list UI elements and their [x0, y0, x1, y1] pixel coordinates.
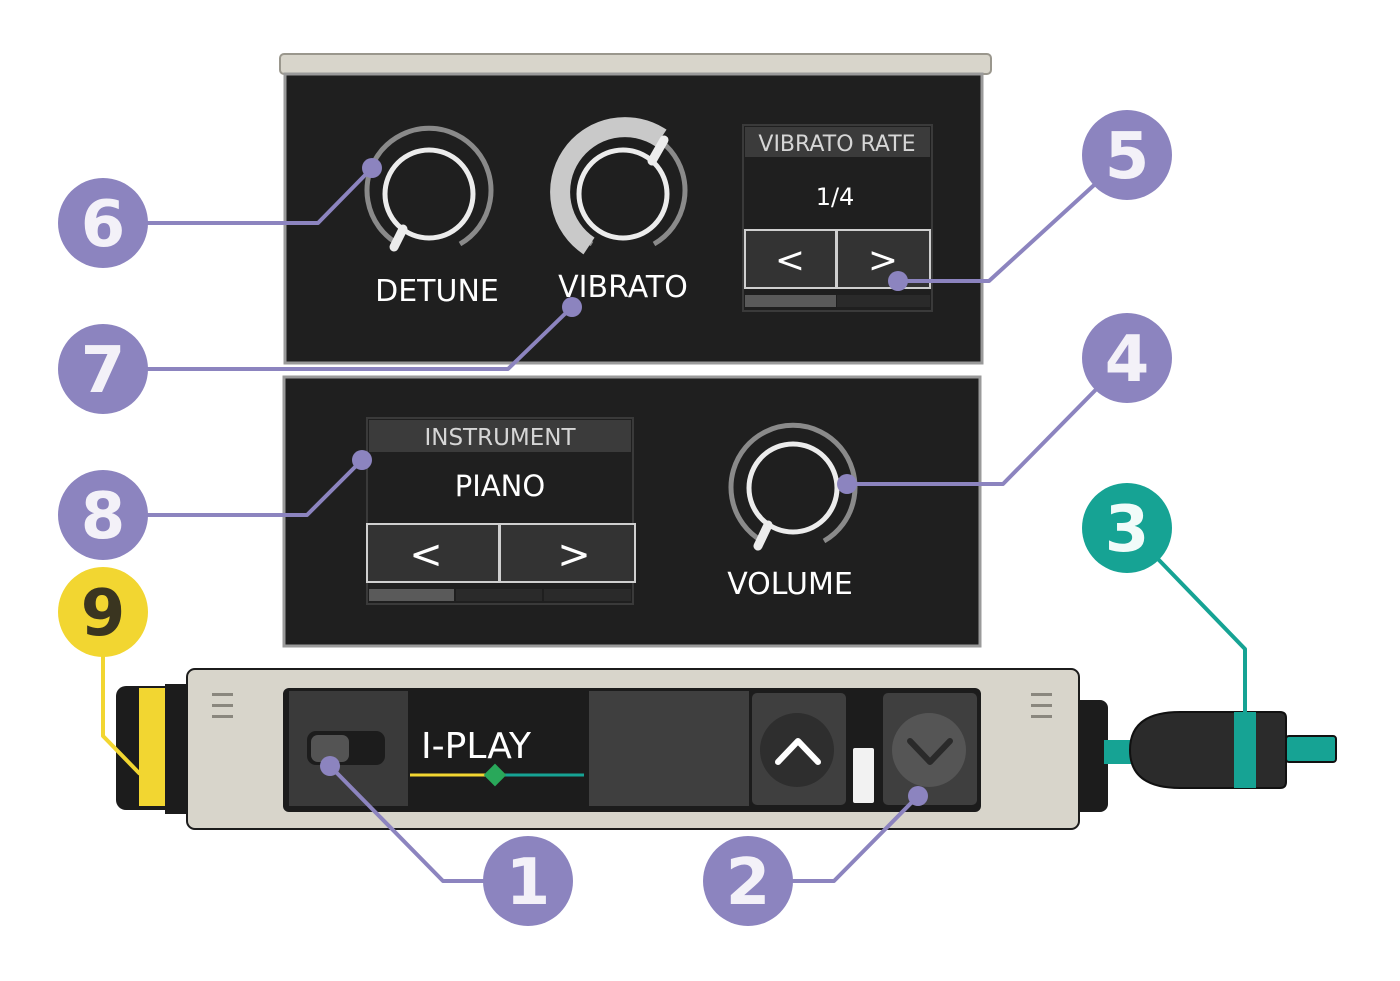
- chevron-down-icon: [907, 738, 953, 765]
- callout-7-number: 7: [81, 334, 126, 408]
- instrument-header: INSTRUMENT: [424, 425, 576, 451]
- callout-1: 1: [483, 836, 573, 926]
- instrument-prev-button[interactable]: <: [366, 523, 500, 583]
- instrument-indicator: [369, 589, 454, 601]
- leader-1: [328, 764, 500, 883]
- callout-3: 3: [1082, 483, 1172, 573]
- vibrato-rate-prev-label: <: [775, 240, 805, 281]
- callout-4-number: 4: [1105, 323, 1150, 397]
- volume-knob[interactable]: [728, 422, 858, 551]
- vibrato-rate-value: 1/4: [816, 183, 855, 211]
- callout-9-number: 9: [81, 577, 126, 651]
- vibrato-rate-selector: VIBRATO RATE 1/4 < >: [742, 124, 933, 312]
- callout-8-number: 8: [81, 480, 126, 554]
- upper-panel: DETUNE VIBRATO VIBRATO RATE 1/4 < >: [283, 72, 984, 365]
- leader-7: [103, 305, 574, 371]
- vibrato-rate-header: VIBRATO RATE: [758, 132, 915, 157]
- vibrato-rate-prev-button[interactable]: <: [744, 229, 837, 289]
- instrument-prev-label: <: [409, 532, 443, 578]
- input-jack[interactable]: [116, 684, 191, 814]
- instrument-selector: INSTRUMENT PIANO < >: [366, 417, 636, 605]
- leader-4: [847, 356, 1129, 486]
- left-hamburger-icon: [212, 693, 233, 718]
- callout-6: 6: [58, 178, 148, 268]
- lower-panel: INSTRUMENT PIANO < > VOLUME: [282, 375, 982, 648]
- volume-label: VOLUME: [727, 567, 853, 602]
- page-indicator: [853, 748, 874, 803]
- module-header-bar: [279, 53, 992, 75]
- callout-8: 8: [58, 470, 148, 560]
- callout-2: 2: [703, 836, 793, 926]
- instrument-next-label: >: [557, 532, 591, 578]
- page-down-button[interactable]: [881, 691, 979, 807]
- leader-3: [1126, 526, 1247, 738]
- detune-label: DETUNE: [375, 274, 499, 309]
- leader-6: [103, 166, 374, 225]
- page-up-button[interactable]: [750, 691, 848, 807]
- vibrato-label: VIBRATO: [558, 270, 688, 305]
- instrument-next-button[interactable]: >: [499, 523, 636, 583]
- callout-5-number: 5: [1105, 120, 1150, 194]
- vibrato-rate-indicator: [745, 295, 836, 307]
- callout-1-number: 1: [506, 846, 551, 920]
- callout-4: 4: [1082, 313, 1172, 403]
- callout-6-number: 6: [81, 188, 126, 262]
- instrument-value: PIANO: [455, 469, 545, 503]
- device-name: I-PLAY: [421, 726, 532, 767]
- callout-5: 5: [1082, 110, 1172, 200]
- signal-line: [410, 763, 584, 787]
- chevron-up-icon: [775, 738, 821, 765]
- bypass-toggle[interactable]: [307, 731, 385, 765]
- leader-5: [898, 153, 1129, 283]
- output-jack[interactable]: [1072, 700, 1337, 812]
- callout-2-number: 2: [726, 846, 771, 920]
- right-hamburger-icon: [1031, 693, 1052, 718]
- vibrato-rate-next-button[interactable]: >: [836, 229, 931, 289]
- callout-7: 7: [58, 324, 148, 414]
- device-bar: I-PLAY: [116, 668, 1337, 830]
- leader-8: [103, 458, 364, 517]
- callout-3-number: 3: [1105, 493, 1150, 567]
- callout-9: 9: [58, 567, 148, 657]
- detune-knob[interactable]: [364, 125, 494, 252]
- leader-endpoints: [320, 158, 928, 806]
- vibrato-knob[interactable]: [550, 117, 688, 255]
